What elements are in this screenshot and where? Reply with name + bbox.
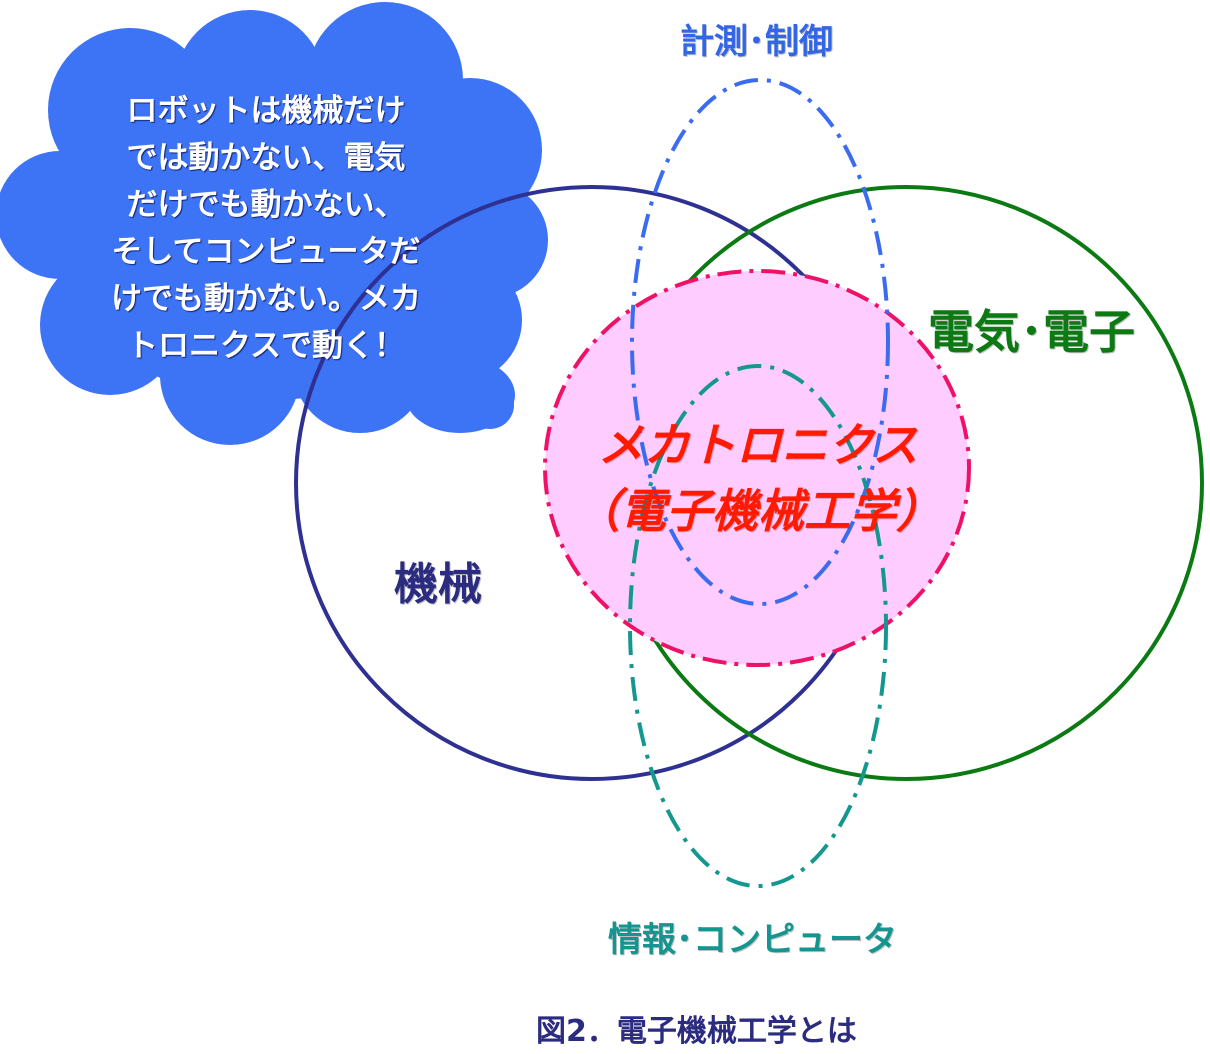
measurement-control-ellipse	[630, 78, 890, 606]
figure-caption: 図2．電子機械工学とは	[536, 1014, 857, 1049]
bubble-line: では動かない、電気	[126, 140, 406, 176]
bubble-line: だけでも動かない、	[126, 187, 406, 223]
thought-bubble-cloud	[0, 2, 548, 445]
bubble-line: けでも動かない。メカ	[111, 281, 421, 317]
mechanical-label: 機械	[394, 559, 482, 610]
speech-bubble-text: ロボットは機械だけ では動かない、電気 だけでも動かない、 そしてコンピュータだ…	[76, 88, 456, 370]
bubble-line: そしてコンピュータだ	[111, 234, 421, 270]
measurement-control-label: 計測･制御	[680, 22, 833, 62]
mechatronics-title: メカトロニクス	[597, 418, 919, 472]
bubble-line: トロニクスで動く！	[126, 328, 406, 364]
mechatronics-circle	[543, 269, 971, 667]
bubble-line: ロボットは機械だけ	[126, 93, 406, 129]
mechatronics-label: メカトロニクス （電子機械工学）	[548, 412, 968, 544]
electrical-electronic-label: 電気･電子	[928, 305, 1135, 359]
information-computer-ellipse	[628, 364, 888, 888]
mechatronics-subtitle: （電子機械工学）	[574, 484, 942, 538]
information-computer-label: 情報･コンピュータ	[608, 920, 897, 960]
